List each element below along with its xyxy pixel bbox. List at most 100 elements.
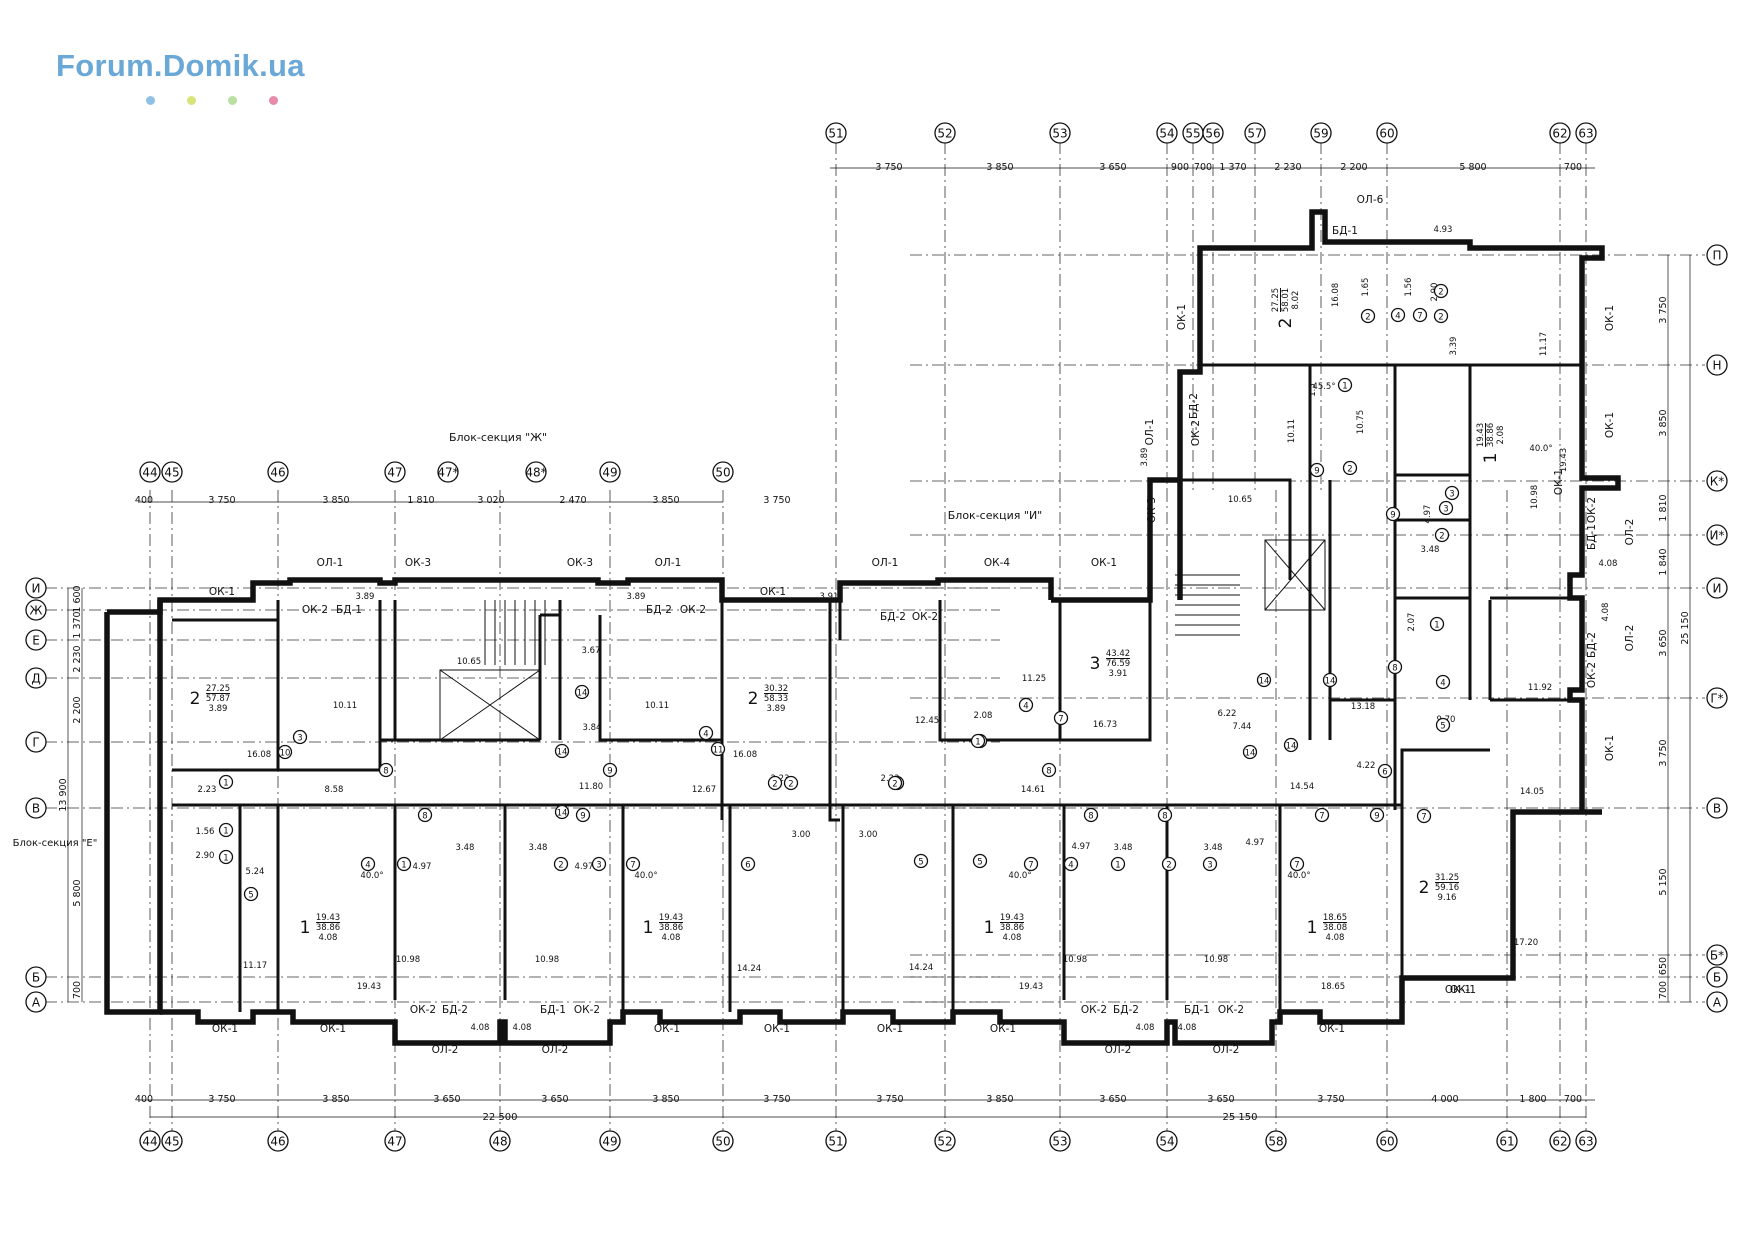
axis-bottom-46 [267,1130,289,1152]
apartment-rooms: 3 [1090,654,1101,674]
room-marker [574,684,590,700]
room-marker-label: 1 [223,778,228,788]
room-area: 4.97 [1423,505,1433,524]
axis-bottom-54-label: 54 [1159,1135,1174,1149]
forum-logo[interactable]: Forum.Domik.ua [56,48,305,83]
room-area: 16.08 [733,750,757,760]
room-area: 3.48 [1114,843,1133,853]
room-area: 3.91 [820,592,839,602]
room-marker [1412,307,1428,323]
axis-bottom-48 [489,1130,511,1152]
axis-row-right-П-label: П [1712,249,1721,263]
room-marker [554,743,570,759]
room-marker-label: 6 [745,860,750,870]
room-area: 16.73 [1093,720,1117,730]
room-area: 40.0° [634,871,657,881]
dim-bottom: 1 800 [1519,1094,1546,1105]
logo-dots [146,90,310,109]
room-area: 4.97 [1072,842,1091,852]
room-marker [1385,506,1401,522]
room-marker-label: 1 [1434,620,1439,630]
room-area: 1.5 [1308,383,1318,397]
room-area: 4.93 [1434,225,1453,235]
opening-label: ОК-3 [567,557,593,569]
room-area: 10.98 [1530,485,1540,509]
opening-label: БД-2 [1586,632,1598,658]
apartment-total-area: 57.87 [206,694,230,704]
room-area: 4.97 [575,862,594,872]
logo-dot [269,96,278,105]
apartment-extra-area: 4.08 [1003,933,1022,943]
section-label-e: Блок-секция "Е" [13,838,98,849]
axis-top-left-44 [139,461,161,483]
opening-label: ОК-1 [209,586,235,598]
opening-label: ОК-2 [1586,662,1598,688]
apartment-living-area: 19.43 [1476,423,1486,447]
apartment-rooms: 1 [300,918,311,938]
axis-row-left-Ж [25,599,47,621]
opening-label: ОК-2 [1190,420,1202,446]
room-area: 10.65 [457,657,481,667]
axis-row-left-Е-label: Е [32,634,40,648]
axis-bottom-58-label: 58 [1268,1135,1283,1149]
room-area: 10.65 [1228,495,1252,505]
axis-row-right-Б* [1706,944,1728,966]
opening-label: ОК-1 [1604,305,1616,331]
room-area: 40.0° [1529,444,1552,454]
axis-top-left-45 [161,461,183,483]
apartment-extra-area: 2.08 [1496,426,1506,445]
dim-top-right: 700 [1194,162,1212,173]
dim-right: 3 850 [1658,409,1669,436]
room-marker [783,775,799,791]
opening-label: ОК-4 [984,557,1011,569]
axis-row-right-А [1706,991,1728,1013]
apartment-total-area: 58.01 [1281,288,1291,312]
room-marker [913,853,929,869]
dim-right-total: 25 150 [1680,611,1691,644]
axis-top-left-46 [267,461,289,483]
dim-left: 5 800 [72,879,83,906]
logo-dot [228,96,237,105]
opening-label: ОК-1 [877,1023,903,1035]
room-area: 1.56 [1404,278,1414,297]
room-marker [1256,672,1272,688]
axis-bottom-52-label: 52 [937,1135,952,1149]
apartment-extra-area: 4.08 [319,933,338,943]
partitions-left [172,596,1582,1012]
dim-right: 700 [1658,981,1669,999]
room-marker-label: 2 [772,779,777,789]
room-area: 4.08 [1601,603,1611,622]
apartment-extra-area: 3.89 [209,704,228,714]
room-marker-label: 2 [558,860,563,870]
opening-label: ОЛ-2 [1624,519,1636,546]
opening-label: ОК-1 [212,1023,238,1035]
room-marker-label: 8 [422,811,427,821]
room-marker [1360,308,1376,324]
room-marker [575,807,591,823]
room-marker [1242,744,1258,760]
room-marker-label: 8 [383,766,388,776]
room-marker-label: 5 [248,890,253,900]
opening-label: ОК-1 [1450,984,1476,996]
apartment-total-area: 76.59 [1106,659,1130,669]
opening-label: БД-1 [336,604,362,616]
room-marker [1322,672,1338,688]
dim-bottom-total: 25 150 [1223,1112,1258,1123]
axis-top-right-55-label: 55 [1185,127,1200,141]
room-marker [1283,737,1299,753]
logo-dot [187,96,196,105]
room-area: 10.11 [1287,419,1297,443]
room-marker [591,856,607,872]
axis-bottom-53 [1049,1130,1071,1152]
room-marker [1063,856,1079,872]
room-marker [625,856,641,872]
room-area: 10.11 [333,701,357,711]
apartment-living-area: 31.25 [1435,873,1459,883]
dim-top-left: 3 750 [208,495,235,506]
opening-label: ОК-1 [1176,304,1188,330]
axis-row-right-Н-label: Н [1712,359,1721,373]
axis-top-left-47 [384,461,406,483]
room-marker-label: 5 [977,857,982,867]
